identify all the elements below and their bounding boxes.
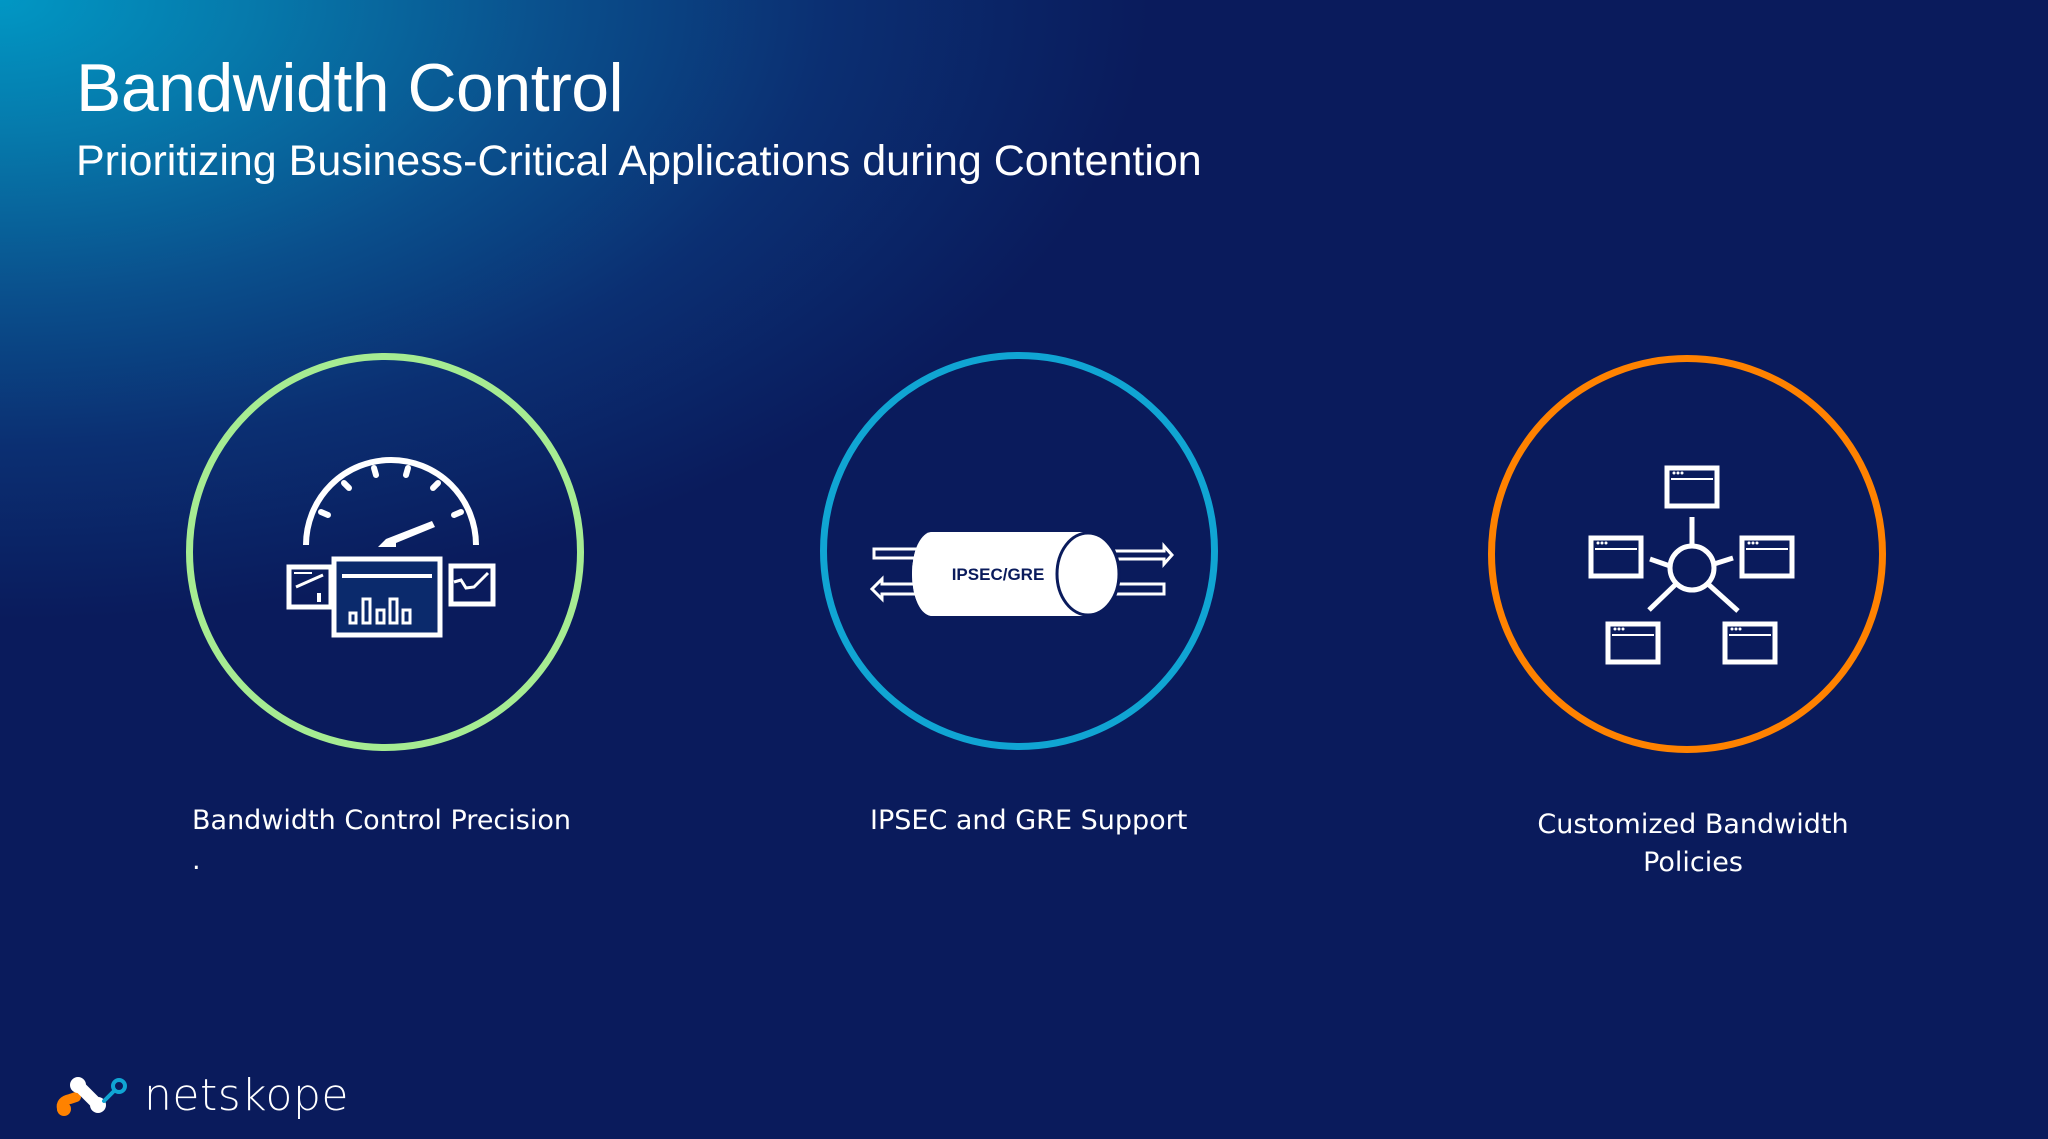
feature-label-line2: Policies [1643, 847, 1743, 878]
blue-ring [820, 352, 1218, 750]
slide-title: Bandwidth Control [76, 50, 624, 126]
feature-label-line1: Customized Bandwidth [1537, 809, 1849, 840]
feature-label-trailing: . [192, 845, 201, 876]
orange-ring [1488, 355, 1886, 753]
feature-label: IPSEC and GRE Support [870, 805, 1188, 836]
tunnel-icon: IPSEC/GRE [870, 530, 1175, 618]
logo-wordmark: netskope [144, 1070, 349, 1121]
tunnel-label: IPSEC/GRE [952, 565, 1045, 584]
slide-subtitle: Prioritizing Business-Critical Applicati… [76, 137, 1202, 185]
feature-label: Bandwidth Control Precision [192, 805, 571, 836]
speedometer-dashboard-icon [286, 457, 496, 638]
network-hub-icon [1588, 465, 1795, 665]
green-ring [186, 353, 584, 751]
netskope-logo: netskope [54, 1074, 349, 1118]
netskope-logo-icon [56, 1077, 127, 1116]
